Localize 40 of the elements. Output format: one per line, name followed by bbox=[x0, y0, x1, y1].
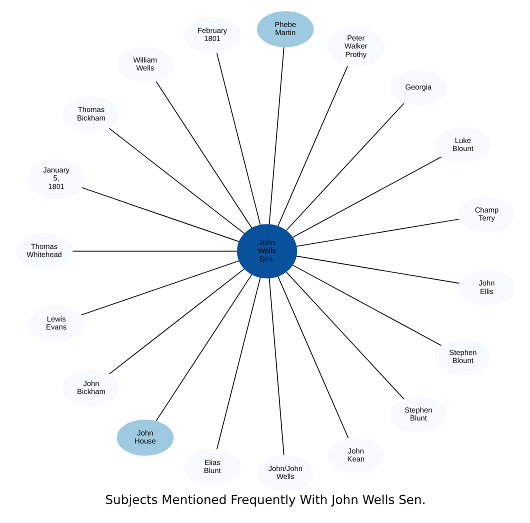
node-circle: John Wells Sen. bbox=[236, 224, 297, 278]
node-ellipse: John Ellis bbox=[458, 270, 515, 306]
node-ellipse: Thomas Whitehead bbox=[15, 233, 72, 270]
connector bbox=[80, 187, 240, 242]
diagram-title: Subjects Mentioned Frequently With John Wells Sen. bbox=[104, 493, 426, 508]
node-ellipse: Lewis Evans bbox=[27, 305, 84, 342]
connector bbox=[295, 218, 460, 247]
node-ellipse: Luke Blount bbox=[434, 127, 491, 164]
connector bbox=[72, 250, 238, 252]
connector bbox=[285, 102, 404, 231]
node-ellipse: Thomas Bickham bbox=[62, 96, 120, 132]
node-ellipse: John/John Wells bbox=[256, 455, 314, 492]
node-ellipse: William Wells bbox=[116, 46, 174, 83]
connector bbox=[108, 128, 244, 234]
connector bbox=[154, 274, 252, 422]
connector bbox=[216, 52, 260, 226]
node-ellipse: John Kean bbox=[327, 437, 384, 474]
connector bbox=[277, 276, 348, 439]
node-ellipse: February 1801 bbox=[183, 17, 240, 54]
node-ellipse: Peter Walker Prothy bbox=[327, 26, 384, 68]
node-ellipse: Georgia bbox=[390, 70, 446, 106]
connector bbox=[268, 278, 284, 456]
connector bbox=[292, 156, 442, 238]
node-ellipse: John House bbox=[116, 420, 174, 456]
node-ellipse: Phebe Martin bbox=[256, 11, 314, 48]
node-ellipse: Elias Blunt bbox=[183, 449, 240, 486]
connector bbox=[268, 46, 284, 225]
node-ellipse: Stephen Blunt bbox=[390, 396, 446, 433]
node-ellipse: Stephen Blount bbox=[434, 339, 491, 376]
connector bbox=[277, 66, 348, 227]
node-ellipse: John Bickham bbox=[62, 370, 120, 406]
connector bbox=[292, 264, 442, 346]
connector bbox=[80, 260, 240, 316]
node-ellipse: January 5, 1801 bbox=[27, 158, 84, 200]
node-ellipse: Champ Terry bbox=[458, 196, 515, 233]
connector bbox=[154, 80, 252, 228]
connector bbox=[108, 268, 244, 375]
connector bbox=[295, 256, 460, 284]
connector bbox=[216, 277, 260, 450]
connector bbox=[285, 272, 404, 400]
